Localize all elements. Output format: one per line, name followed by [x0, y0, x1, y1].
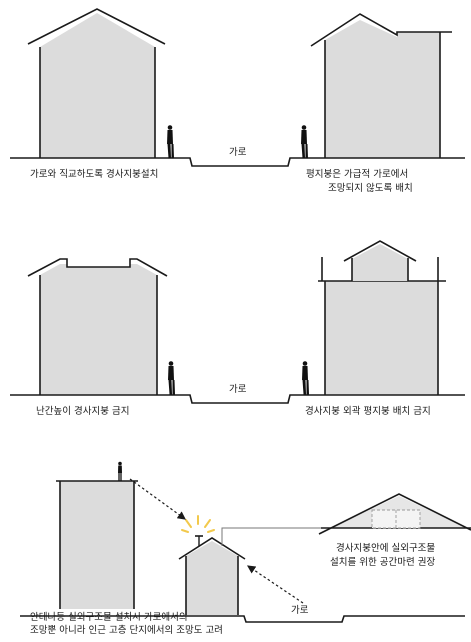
flat-roof-line-right	[310, 13, 452, 47]
antenna-signal-icon	[181, 515, 215, 533]
street-label: 가로	[229, 147, 247, 158]
gable-roof-line-left	[27, 8, 166, 45]
person-figure-rooftop	[118, 461, 122, 481]
small-gable-house	[186, 541, 238, 615]
view-arrow-from-street	[247, 565, 304, 604]
person-figure	[301, 125, 309, 159]
gable-building-left	[40, 13, 155, 158]
inset-caption-line1: 경사지붕안에 실외구조물	[336, 543, 436, 554]
panel-2	[10, 240, 465, 404]
street-label: 가로	[291, 605, 309, 616]
parapet-gable-building-left	[40, 264, 157, 395]
caption-perpendicular-gable: 가로와 직교하도록 경사지붕설치	[30, 169, 159, 180]
leader-line	[221, 527, 334, 546]
person-figure	[302, 361, 310, 395]
ground-profile-1	[10, 157, 465, 167]
panel-3	[20, 461, 471, 623]
ground-profile-2	[10, 394, 465, 404]
panel-1	[10, 8, 465, 167]
caption-parapet-gable: 난간높이 경사지붕 금지	[36, 406, 130, 417]
caption-flat-outside-gable: 경사지붕 외곽 평지붕 배치 금지	[305, 406, 431, 417]
ground-profile-3	[20, 615, 465, 623]
flat-roof-building-right	[325, 281, 438, 395]
rooftop-gable-structure	[352, 244, 408, 281]
bottom-caption-line1: 안테나등 실외구조물 설치시 가로에서의	[30, 612, 188, 623]
caption-flat-roof-line1: 평지붕은 가급적 가로에서	[306, 169, 409, 180]
inset-caption-line2: 설치를 위한 공간마련 권장	[330, 557, 436, 568]
caption-flat-roof-line2: 조망되지 않도록 배치	[328, 183, 413, 194]
person-figure	[167, 125, 175, 159]
street-label: 가로	[229, 384, 247, 395]
bottom-caption-line2: 조망뿐 아니라 인근 고층 단지에서의 조망도 고려	[30, 625, 223, 636]
person-figure	[168, 361, 176, 395]
parapet-roof-line-left	[27, 258, 168, 277]
view-arrow-from-highrise	[129, 478, 186, 520]
antenna-icon	[195, 535, 203, 546]
flat-roof-building-right	[325, 20, 440, 158]
high-rise-building	[60, 481, 134, 609]
